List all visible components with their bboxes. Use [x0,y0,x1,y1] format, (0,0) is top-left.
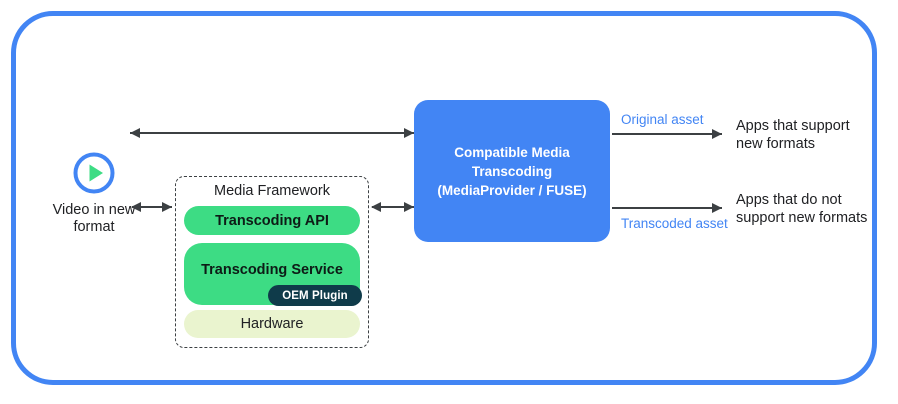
connector-video-framework-head-right [162,201,172,212]
connector-video-framework-head-left [131,201,141,212]
compatible-media-transcoding-block: Compatible Media Transcoding (MediaProvi… [414,100,610,242]
media-framework-title: Media Framework [213,183,331,199]
media-framework-container [175,176,369,348]
apps-supporting-new-formats-label: Apps that support new formats [736,118,850,152]
oem-plugin-badge: OEM Plugin [268,285,362,306]
connector-framework-transcoding-head-left [371,201,381,212]
original-asset-label: Original asset [621,112,704,127]
connector-transcoded-asset-head [712,202,722,213]
connector-original-asset-line [612,133,722,135]
connector-video-framework-line [132,206,172,208]
connector-video-transcoding-line [130,132,414,134]
transcoding-api-block: Transcoding API [184,206,360,235]
connector-video-transcoding-head-right [404,127,414,138]
connector-transcoded-asset-line [612,207,722,209]
video-source-caption: Video in new format [52,202,136,235]
transcoded-asset-label: Transcoded asset [621,216,728,231]
connector-video-transcoding-head-left [130,127,140,138]
connector-framework-transcoding-head-right [404,201,414,212]
connector-framework-transcoding-line [372,206,414,208]
connector-original-asset-head [712,128,722,139]
apps-not-supporting-new-formats-label: Apps that do not support new formats [736,192,868,226]
play-circle-icon [72,151,116,195]
hardware-block: Hardware [184,310,360,338]
